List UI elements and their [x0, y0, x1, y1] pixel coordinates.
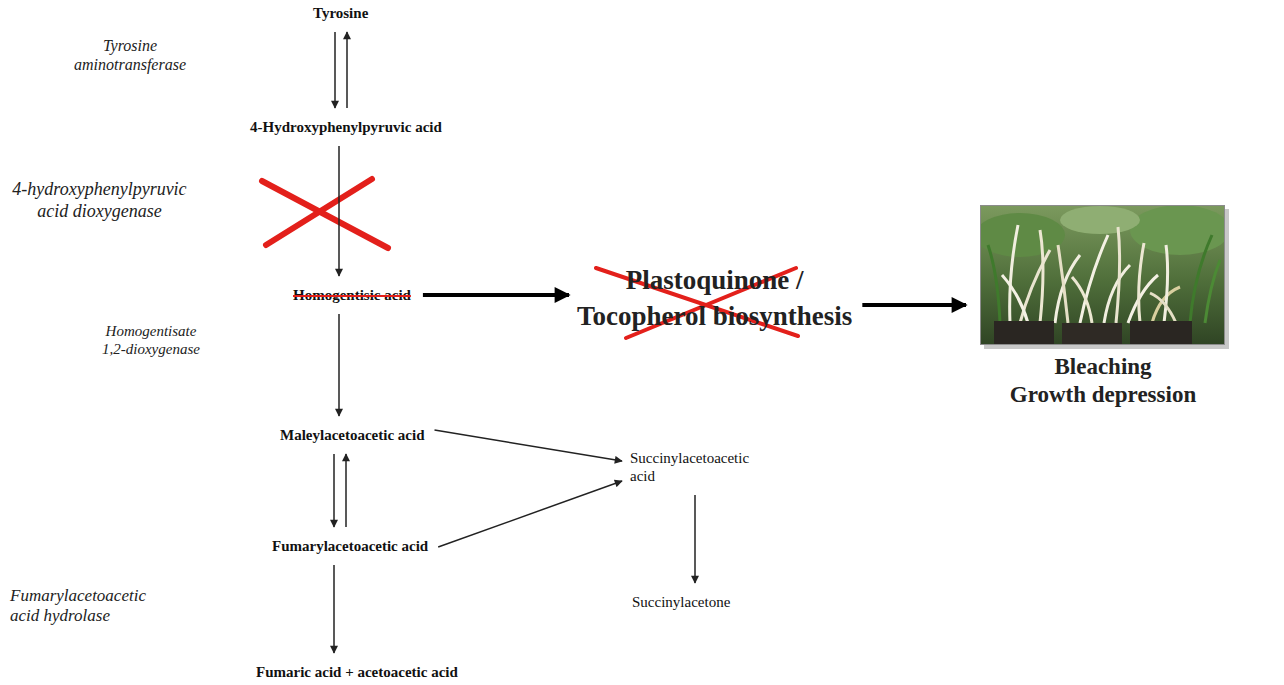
node-label: Maleylacetoacetic acid [280, 426, 425, 444]
photo-detail [1060, 206, 1140, 234]
photo-detail [1010, 225, 1018, 323]
arrow-line [345, 454, 347, 527]
photo-detail [1190, 235, 1212, 323]
node-label: Tocopherol biosynthesis [577, 298, 852, 334]
arrow-line [333, 565, 335, 653]
effect-arrow [862, 305, 966, 306]
enzyme-label: Homogentisate 1,2-dioxygenase [100, 322, 202, 358]
effect-arrow [423, 295, 569, 296]
metabolite-node: Succinylacetone [632, 593, 730, 611]
photo-detail [1040, 230, 1043, 323]
process-node: Plastoquinone /Tocopherol biosynthesis [577, 262, 852, 334]
pathway-arrow [695, 495, 696, 583]
arrow-line [333, 454, 335, 527]
block-cross [266, 179, 372, 245]
metabolite-node: Tyrosine [313, 4, 368, 22]
photo-detail [1058, 245, 1068, 323]
photo-detail [981, 206, 1225, 345]
arrow-line [423, 293, 569, 297]
metabolite-node: Maleylacetoacetic acid [280, 426, 425, 444]
arrow-line [435, 430, 622, 461]
photo-detail [1062, 323, 1122, 345]
metabolite-node: Fumarylacetoacetic acid [272, 537, 428, 555]
pathway-arrow [334, 565, 335, 653]
pathway-arrow [435, 430, 622, 461]
enzyme-label: Tyrosine aminotransferase [72, 36, 188, 74]
photo-detail [988, 245, 1000, 323]
photo-detail [980, 213, 1065, 257]
pathway-arrow [335, 32, 347, 108]
metabolite-node: 4-Hydroxyphenylpyruvic acid [250, 118, 442, 136]
metabolite-node: Fumaric acid + acetoacetic acid [256, 663, 458, 681]
pathway-arrow [339, 314, 340, 416]
outcome-caption: Bleaching [978, 353, 1228, 381]
arrow-line [694, 495, 696, 583]
pathway-arrow [438, 481, 622, 547]
node-label: Succinylacetone [632, 593, 730, 611]
photo-detail [1164, 245, 1168, 323]
arrow-line [346, 32, 348, 108]
node-label: Fumaric acid + acetoacetic acid [256, 663, 458, 681]
photo-detail [1150, 293, 1176, 323]
pathway-arrow [334, 454, 346, 527]
bleached-plants-photo [980, 205, 1225, 345]
enzyme-label: 4-hydroxyphenylpyruvic acid dioxygenase [10, 178, 189, 222]
photo-detail [1130, 321, 1192, 345]
outcome-node: BleachingGrowth depression [978, 205, 1228, 409]
node-label: Tyrosine [313, 4, 368, 22]
photo-detail [1205, 260, 1220, 323]
photo-detail [1072, 277, 1092, 323]
photo-detail [1080, 235, 1108, 323]
blocked-metabolite-node: Homogentisic acid [293, 286, 411, 304]
arrow-line [862, 303, 966, 307]
pathway-arrow [339, 146, 340, 276]
metabolite-node: Succinylacetoacetic acid [630, 449, 754, 485]
photo-detail [1139, 243, 1144, 323]
node-label: Plastoquinone / [577, 262, 852, 298]
node-label: 4-Hydroxyphenylpyruvic acid [250, 118, 442, 136]
enzyme-label: Fumarylacetoacetic acid hydrolase [10, 586, 150, 626]
arrow-line [438, 481, 622, 547]
arrow-line [338, 314, 340, 416]
outcome-caption: Growth depression [978, 381, 1228, 409]
node-label: Succinylacetoacetic acid [630, 449, 754, 485]
photo-detail [1116, 227, 1120, 323]
arrow-line [338, 146, 340, 276]
photo-detail [1002, 275, 1028, 323]
node-label: Homogentisic acid [293, 286, 411, 304]
arrow-line [334, 32, 336, 108]
photo-detail [994, 321, 1054, 345]
node-label: Fumarylacetoacetic acid [272, 537, 428, 555]
